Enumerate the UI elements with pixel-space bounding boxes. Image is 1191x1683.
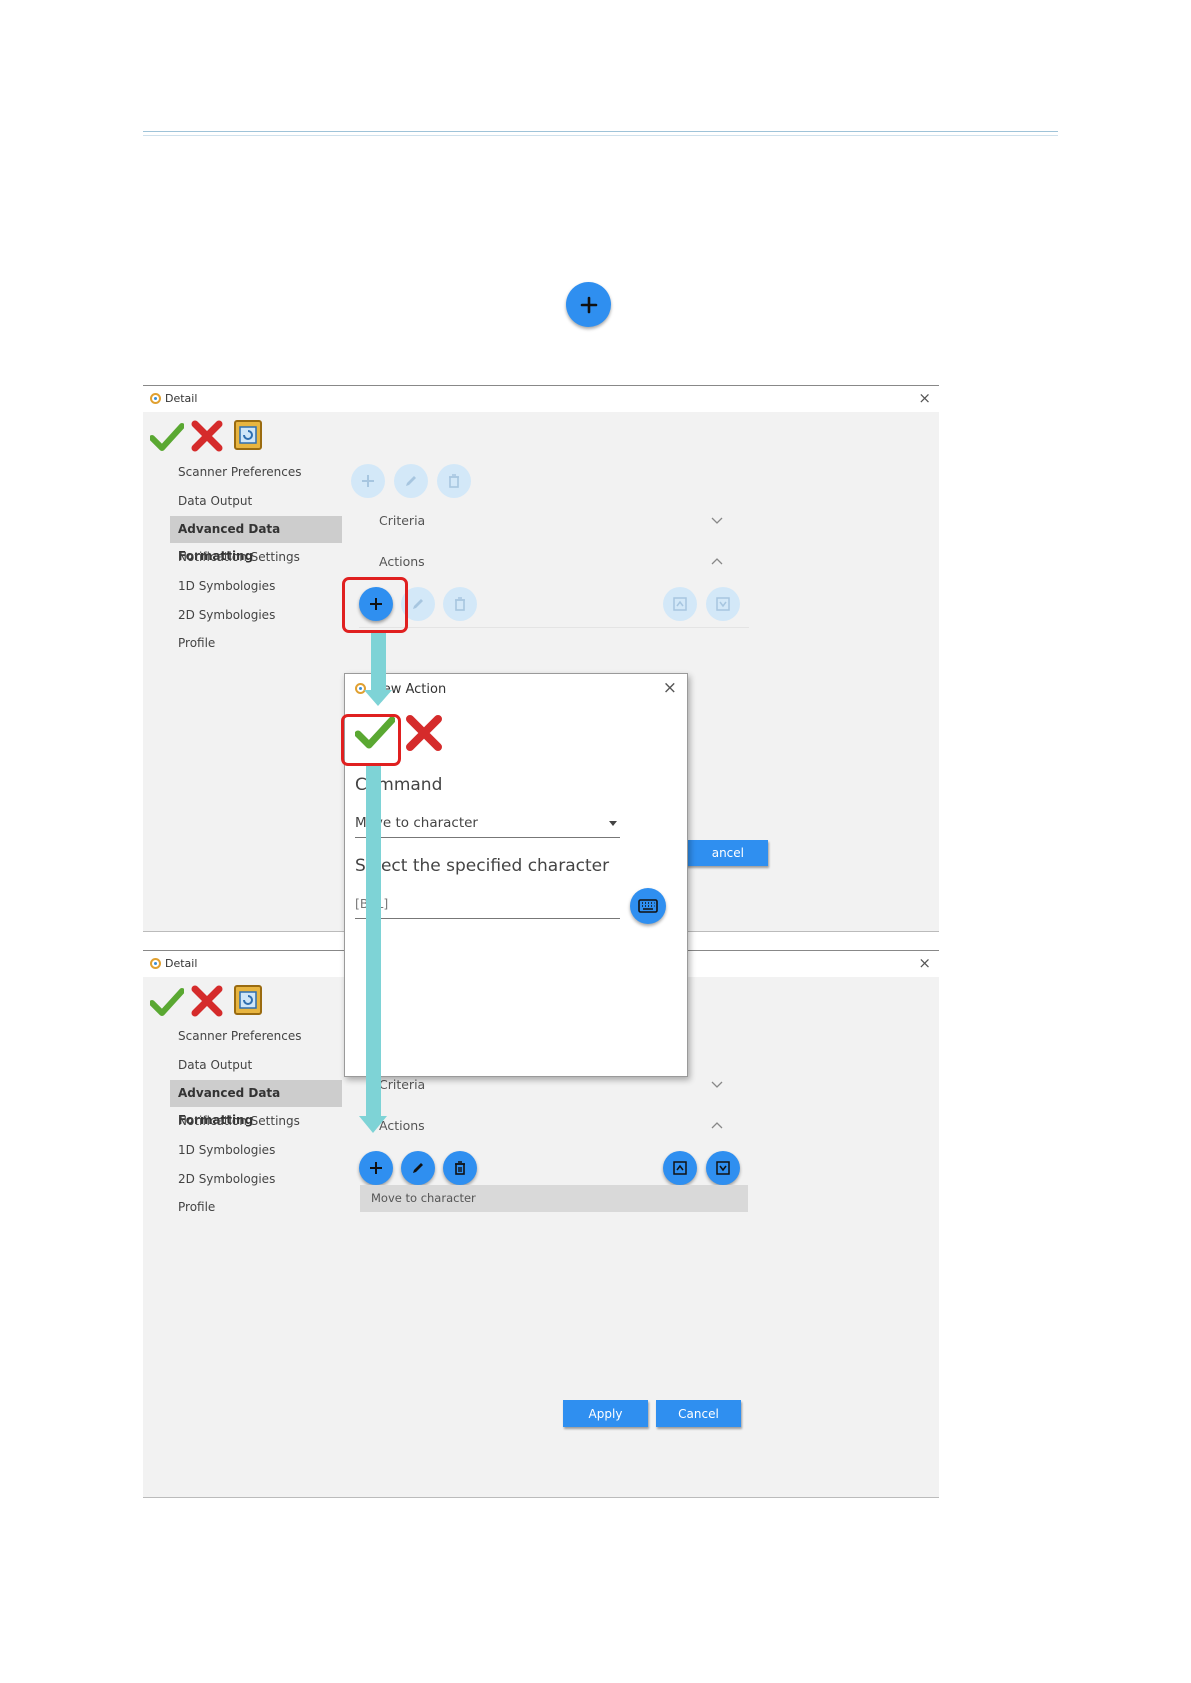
check-icon[interactable] bbox=[149, 987, 185, 1021]
move-down-button[interactable] bbox=[706, 587, 740, 621]
move-up-button[interactable] bbox=[663, 1151, 697, 1185]
keyboard-button[interactable] bbox=[630, 888, 666, 924]
header-rule bbox=[143, 131, 1058, 136]
select-character-label: Select the specified character bbox=[355, 856, 610, 876]
actions-label: Actions bbox=[379, 554, 425, 569]
nav-item-notification-settings[interactable]: Notification Settings bbox=[178, 550, 300, 564]
close-red-icon[interactable] bbox=[190, 984, 224, 1022]
criteria-add-button[interactable] bbox=[351, 464, 385, 498]
nav-item-advanced-data-formatting[interactable]: Advanced Data Formatting bbox=[170, 516, 342, 563]
nav-item-advanced-data-formatting[interactable]: Advanced Data Formatting bbox=[170, 1080, 342, 1127]
titlebar: Detail × bbox=[143, 386, 939, 412]
nav-item-2d-symbologies[interactable]: 2D Symbologies bbox=[178, 1172, 276, 1186]
actions-delete-button[interactable] bbox=[443, 1151, 477, 1185]
nav-item-data-output[interactable]: Data Output bbox=[178, 494, 253, 508]
check-icon[interactable] bbox=[149, 422, 185, 456]
chevron-down-icon bbox=[609, 821, 617, 826]
nav-item-profile[interactable]: Profile bbox=[178, 1200, 216, 1214]
nav-item-scanner-preferences[interactable]: Scanner Preferences bbox=[178, 1029, 302, 1043]
actions-add-button[interactable] bbox=[359, 587, 393, 621]
chevron-down-icon[interactable] bbox=[711, 517, 723, 525]
apply-button[interactable]: Apply bbox=[563, 1400, 648, 1427]
actions-add-button[interactable] bbox=[359, 1151, 393, 1185]
character-input[interactable]: [BEL] bbox=[355, 896, 620, 919]
command-select[interactable]: Move to character bbox=[355, 815, 620, 838]
reload-icon[interactable] bbox=[233, 419, 263, 455]
nav-item-2d-symbologies[interactable]: 2D Symbologies bbox=[178, 608, 276, 622]
window-title: Detail bbox=[165, 392, 198, 405]
guide-arrow-shaft-2 bbox=[366, 763, 381, 1118]
nav-item-1d-symbologies[interactable]: 1D Symbologies bbox=[178, 579, 276, 593]
nav-item-profile[interactable]: Profile bbox=[178, 636, 216, 650]
criteria-edit-button[interactable] bbox=[394, 464, 428, 498]
cancel-button-label: Cancel bbox=[678, 1406, 719, 1421]
app-icon bbox=[150, 958, 161, 969]
guide-arrow-head-1 bbox=[364, 690, 392, 706]
nav-item-data-output[interactable]: Data Output bbox=[178, 1058, 253, 1072]
guide-arrow-head-2 bbox=[359, 1116, 387, 1133]
cancel-button[interactable]: Cancel bbox=[656, 1400, 741, 1427]
actions-edit-button[interactable] bbox=[401, 1151, 435, 1185]
window-title: Detail bbox=[165, 957, 198, 970]
check-icon[interactable] bbox=[354, 716, 396, 754]
actions-label: Actions bbox=[379, 1118, 425, 1133]
cancel-button[interactable]: ancel bbox=[682, 840, 768, 866]
command-select-value: Move to character bbox=[355, 815, 478, 831]
reload-icon[interactable] bbox=[233, 984, 263, 1020]
highlight-check-button bbox=[341, 714, 401, 766]
plus-icon bbox=[566, 282, 611, 327]
close-red-icon[interactable] bbox=[190, 419, 224, 457]
actions-divider bbox=[359, 627, 749, 628]
criteria-label: Criteria bbox=[379, 513, 426, 528]
chevron-up-icon[interactable] bbox=[711, 557, 723, 565]
action-row-move-to-character[interactable]: Move to character bbox=[360, 1185, 748, 1212]
close-red-icon[interactable] bbox=[405, 714, 443, 756]
app-icon bbox=[150, 393, 161, 404]
close-icon[interactable]: × bbox=[662, 678, 677, 698]
guide-arrow-shaft-1 bbox=[371, 632, 386, 692]
nav-item-notification-settings[interactable]: Notification Settings bbox=[178, 1114, 300, 1128]
new-action-dialog: New Action × Command Move to character S… bbox=[344, 673, 688, 1077]
move-up-button[interactable] bbox=[663, 587, 697, 621]
close-icon[interactable]: × bbox=[918, 954, 931, 972]
keyboard-icon bbox=[638, 899, 658, 913]
chevron-down-icon[interactable] bbox=[711, 1081, 723, 1089]
nav-item-scanner-preferences[interactable]: Scanner Preferences bbox=[178, 465, 302, 479]
apply-button-label: Apply bbox=[588, 1406, 623, 1421]
cancel-button-label: ancel bbox=[711, 846, 744, 860]
move-down-button[interactable] bbox=[706, 1151, 740, 1185]
nav-item-1d-symbologies[interactable]: 1D Symbologies bbox=[178, 1143, 276, 1157]
close-icon[interactable]: × bbox=[918, 389, 931, 407]
criteria-label: Criteria bbox=[379, 1077, 426, 1092]
app-icon bbox=[355, 683, 366, 694]
highlight-add-button bbox=[342, 577, 408, 633]
chevron-up-icon[interactable] bbox=[711, 1121, 723, 1129]
detail-window-after: Detail × Scanner Preferences Data Output… bbox=[143, 950, 939, 1498]
actions-delete-button[interactable] bbox=[443, 587, 477, 621]
criteria-delete-button[interactable] bbox=[437, 464, 471, 498]
